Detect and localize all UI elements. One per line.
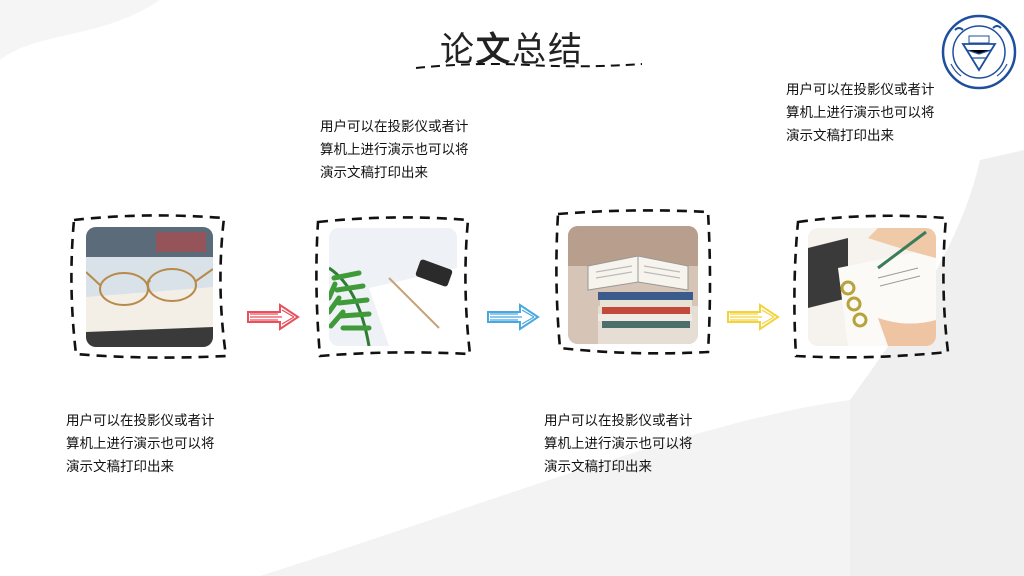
- dashed-frame: [793, 214, 950, 359]
- university-logo-icon: [941, 14, 1017, 90]
- title-part-1: 论: [440, 30, 476, 70]
- writing-notebook-photo: [808, 228, 936, 346]
- dashed-frame: [70, 214, 228, 359]
- step-2-card: [312, 210, 474, 360]
- title-part-2: 总结: [512, 30, 584, 70]
- plant-book-phone-photo: [329, 228, 457, 346]
- step-1-card: [66, 210, 230, 362]
- dashed-frame: [315, 216, 472, 358]
- step-1-caption: 用户可以在投影仪或者计 算机上进行演示也可以将 演示文稿打印出来: [66, 413, 215, 475]
- stacked-books-photo: [568, 226, 698, 344]
- step-4-caption: 用户可以在投影仪或者计 算机上进行演示也可以将 演示文稿打印出来: [786, 82, 935, 144]
- title-underline-dashes: [415, 63, 643, 69]
- arrow-right-icon: [727, 303, 780, 331]
- dashed-frame: [555, 209, 712, 355]
- step-4-card: [790, 210, 952, 362]
- step-3-caption: 用户可以在投影仪或者计 算机上进行演示也可以将 演示文稿打印出来: [544, 413, 693, 475]
- step-2-caption: 用户可以在投影仪或者计 算机上进行演示也可以将 演示文稿打印出来: [320, 119, 469, 181]
- glasses-book-photo: [86, 227, 213, 347]
- step-3-card: [552, 206, 716, 358]
- arrow-right-icon: [487, 303, 540, 331]
- arrow-right-icon: [247, 303, 300, 331]
